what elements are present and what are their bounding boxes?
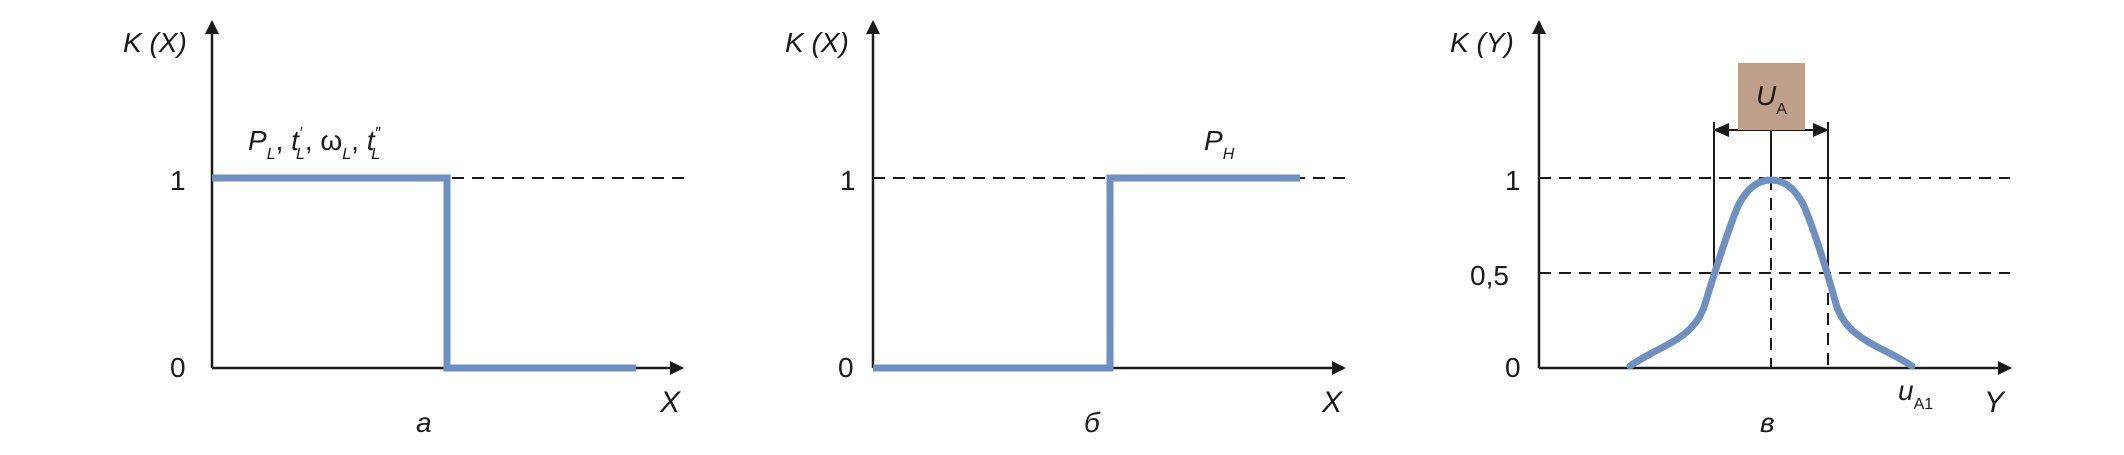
- membership-curve: [212, 174, 636, 372]
- tick-label-0: 0: [170, 352, 186, 383]
- y-axis-label: K (Y): [1450, 27, 1514, 58]
- curve-label: PL, t′L, ωL, t″L: [248, 125, 382, 163]
- svg-text:UA: UA: [1756, 80, 1787, 118]
- tick-label-1: 1: [170, 165, 186, 196]
- tick-label-0-5: 0,5: [1470, 260, 1509, 291]
- tick-label-0: 0: [1505, 352, 1521, 383]
- svg-text:uA1: uA1: [1898, 375, 1933, 413]
- membership-curve: [873, 174, 1300, 372]
- x-axis-label: Y: [1984, 386, 2006, 419]
- panel-caption: б: [1084, 407, 1101, 438]
- tick-label-0: 0: [838, 352, 854, 383]
- x-axis-label: X: [1321, 386, 1343, 419]
- panel-caption: а: [416, 407, 432, 438]
- interval-box-label: UA: [1756, 80, 1787, 118]
- tick-label-1: 1: [1505, 165, 1521, 196]
- curve-label: PH: [1204, 125, 1235, 163]
- x-axis-label: X: [659, 386, 681, 419]
- panel-a: K (X) 1 0 X а PL, t′L, ωL, t″L: [123, 20, 690, 438]
- panel-b: K (X) 1 0 X б PH: [785, 20, 1346, 438]
- tick-label-1: 1: [840, 165, 856, 196]
- panel-caption: в: [1760, 407, 1775, 438]
- svg-text:PH: PH: [1204, 125, 1235, 163]
- svg-text:PL, t′L, ωL, t″L: PL, t′L, ωL, t″L: [248, 125, 382, 163]
- panel-v: UA K (Y) 1 0,5 0 Y uA1 в: [1450, 20, 2012, 438]
- bottom-point-label: uA1: [1898, 375, 1933, 413]
- interval-box: [1738, 63, 1805, 130]
- membership-curve: [1626, 176, 1916, 370]
- y-axis-label: K (X): [785, 27, 849, 58]
- y-axis-label: K (X): [123, 27, 187, 58]
